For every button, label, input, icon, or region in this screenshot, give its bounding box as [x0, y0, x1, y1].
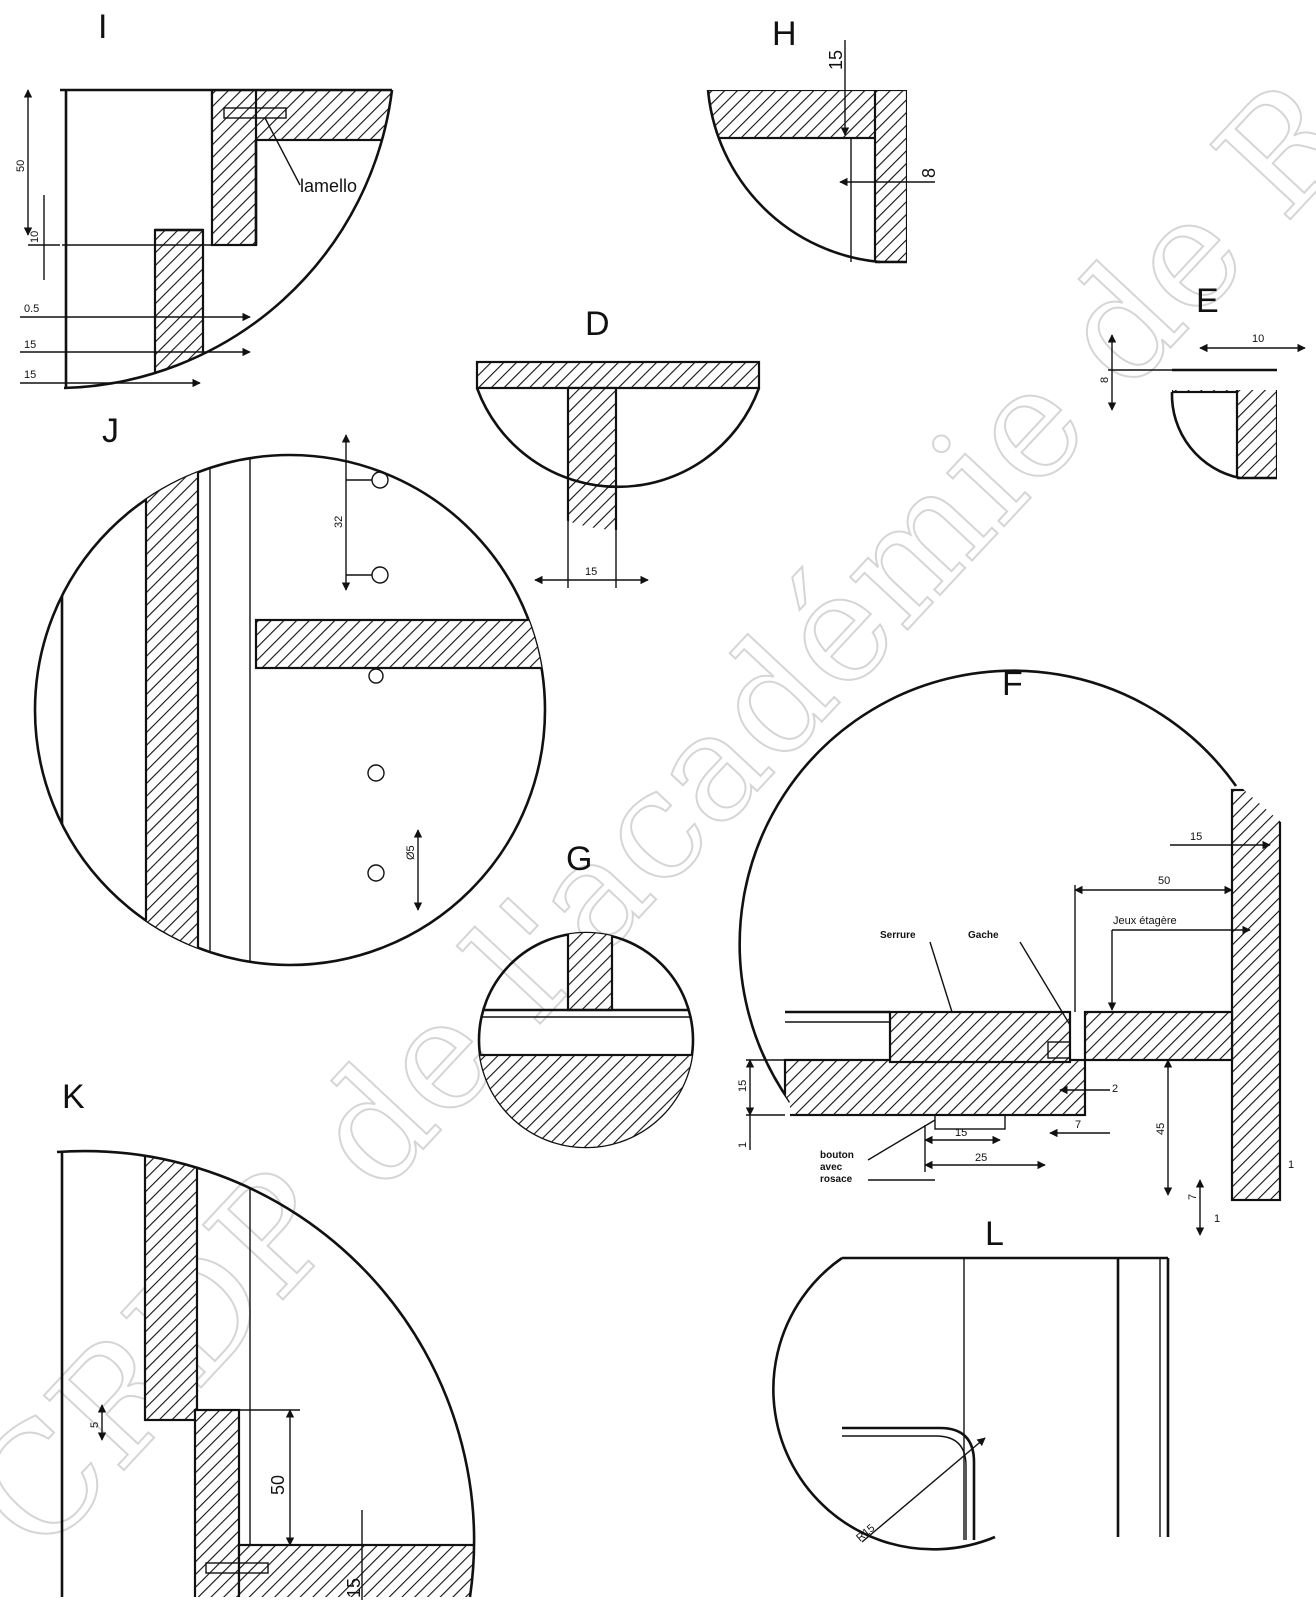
detail-f-note-bouton: bouton avec rosace — [820, 1150, 857, 1185]
detail-d: D 15 — [475, 305, 761, 588]
detail-e-circle — [1170, 391, 1241, 480]
detail-f-note-serrure: Serrure — [880, 930, 916, 941]
detail-e-dim-10: 10 — [1252, 333, 1264, 345]
detail-f-dim-2: 2 — [1112, 1083, 1118, 1095]
detail-f-letter: F — [1002, 665, 1023, 703]
detail-j-shelf — [254, 618, 545, 670]
detail-f: F 15 50 Jeux étagère Serrure Gache 15 1 — [737, 665, 1294, 1236]
detail-j-circle — [33, 453, 547, 967]
detail-h-top-panel — [708, 90, 907, 140]
detail-f-dim-15-mid: 15 — [955, 1127, 967, 1139]
detail-k-door-panel — [143, 1151, 199, 1422]
detail-i-dim-50: 50 — [15, 160, 27, 172]
detail-k-dim-5: 5 — [89, 1422, 101, 1428]
detail-f-dim-50: 50 — [1158, 875, 1170, 887]
detail-f-note-jeu: Jeux étagère — [1113, 915, 1177, 927]
detail-f-dim-1: 1 — [737, 1142, 749, 1148]
detail-f-dim-15-left: 15 — [737, 1080, 749, 1092]
detail-f-dim-45: 45 — [1155, 1123, 1167, 1135]
detail-g-vertical-panel — [566, 933, 614, 1012]
detail-f-dim-1b: 1 — [1288, 1159, 1294, 1171]
detail-k-lamello — [205, 1562, 269, 1574]
detail-f-dim-1c: 1 — [1214, 1213, 1220, 1225]
detail-i-lamello — [223, 107, 287, 119]
detail-l-rounded-corner — [842, 1426, 976, 1540]
detail-e-top-panel — [1171, 390, 1277, 394]
detail-f-note-gache: Gache — [968, 930, 999, 941]
detail-e-letter: E — [1196, 282, 1219, 320]
detail-d-letter: D — [585, 305, 610, 343]
detail-k-bottom-panel — [237, 1543, 475, 1597]
detail-f-lock — [888, 1010, 1072, 1064]
detail-h-dim-15: 15 — [826, 50, 846, 70]
detail-j: J 32 Ø5 — [33, 412, 547, 967]
detail-i-dim-10: 10 — [29, 231, 41, 243]
detail-i-dim-15a: 15 — [24, 339, 36, 351]
detail-f-door-panel — [783, 1058, 1087, 1117]
detail-k-letter: K — [62, 1078, 85, 1116]
detail-i-dim-15b: 15 — [24, 369, 36, 381]
detail-j-dim-5: Ø5 — [405, 845, 417, 860]
detail-f-strike — [1047, 1041, 1071, 1059]
detail-k-dim-50: 50 — [268, 1475, 288, 1495]
detail-j-shelf-pin-hole-5 — [367, 864, 385, 882]
detail-j-shelf-pin-hole-2 — [371, 566, 389, 584]
detail-h-circle — [706, 89, 881, 264]
detail-j-letter: J — [102, 412, 119, 450]
detail-d-dim-15: 15 — [585, 566, 597, 578]
detail-i-lamello-label: lamello — [300, 176, 357, 196]
detail-f-dim-25: 25 — [975, 1152, 987, 1164]
detail-j-vertical-panel — [144, 455, 200, 965]
detail-f-dim-7: 7 — [1075, 1119, 1081, 1131]
detail-i-side-panel — [210, 90, 258, 247]
detail-e-side-panel — [1235, 390, 1277, 478]
detail-f-circle — [738, 669, 1238, 1103]
detail-f-side-panel — [1230, 788, 1282, 1202]
detail-h-dim-8: 8 — [919, 168, 939, 178]
detail-k-circle — [56, 1149, 476, 1598]
detail-d-top-panel — [475, 360, 761, 390]
detail-j-shelf-pin-hole-4 — [367, 764, 385, 782]
detail-f-shelf — [1083, 1010, 1234, 1062]
detail-i: I lamello 50 10 0.5 15 15 — [15, 8, 394, 390]
detail-k-dim-15: 15 — [344, 1578, 364, 1598]
detail-e: E 10 8 — [1099, 282, 1306, 480]
detail-j-shelf-pin-hole-3 — [368, 668, 384, 684]
detail-l: L R15 — [772, 1215, 1170, 1551]
detail-i-letter: I — [98, 8, 107, 46]
detail-f-knob — [934, 1114, 1006, 1130]
detail-f-dim-7b: 7 — [1187, 1194, 1199, 1200]
detail-l-dim-r: R15 — [854, 1522, 877, 1544]
detail-h-letter: H — [772, 15, 797, 53]
detail-k-side-panel — [193, 1408, 241, 1597]
detail-e-dim-8: 8 — [1099, 377, 1111, 383]
detail-i-dim-05: 0.5 — [24, 303, 39, 315]
detail-l-circle — [772, 1256, 996, 1551]
detail-j-dim-32: 32 — [333, 516, 345, 528]
detail-g-letter: G — [566, 840, 592, 878]
detail-f-dim-15-top: 15 — [1190, 831, 1202, 843]
detail-h: H 15 8 — [706, 15, 939, 264]
detail-i-circle — [63, 89, 394, 390]
detail-d-vertical-panel — [566, 386, 618, 530]
detail-k: K 5 50 15 — [56, 1078, 476, 1600]
detail-j-shelf-pin-hole-1 — [371, 471, 389, 489]
detail-d-circle — [475, 387, 761, 489]
detail-l-letter: L — [985, 1215, 1004, 1253]
detail-h-side-panel — [873, 90, 907, 262]
